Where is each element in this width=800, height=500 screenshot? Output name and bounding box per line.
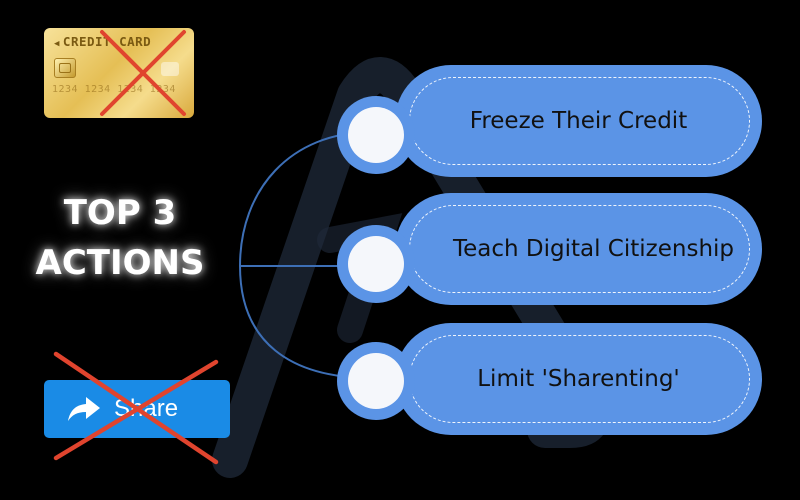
share-arrow-icon [68,397,100,421]
action-pill-3: Limit 'Sharenting' [395,323,762,435]
title-line-2: ACTIONS [35,243,205,283]
title-line-1: TOP 3 [63,193,177,233]
action-pill-2: Teach Digital Citizenship [395,193,762,305]
card-number: 1234 1234 1234 1234 [52,84,176,95]
credit-card-image: ◀CREDIT CARD 1234 1234 1234 1234 [44,28,194,118]
page-title: TOP 3 ACTIONS [15,188,225,288]
action-label-1: Freeze Their Credit [469,108,688,134]
share-cross-out-icon [53,351,219,465]
card-chip-icon [54,58,76,78]
action-label-2: Teach Digital Citizenship [452,236,735,262]
triangle-icon: ◀ [54,39,60,49]
card-title-text: CREDIT CARD [62,34,152,49]
card-contactless-icon [161,62,179,76]
action-node-2 [337,225,415,303]
action-node-1 [337,96,415,174]
action-pill-1: Freeze Their Credit [395,65,762,177]
action-node-3 [337,342,415,420]
card-cross-out-icon [100,30,186,116]
action-label-3: Limit 'Sharenting' [477,366,680,392]
